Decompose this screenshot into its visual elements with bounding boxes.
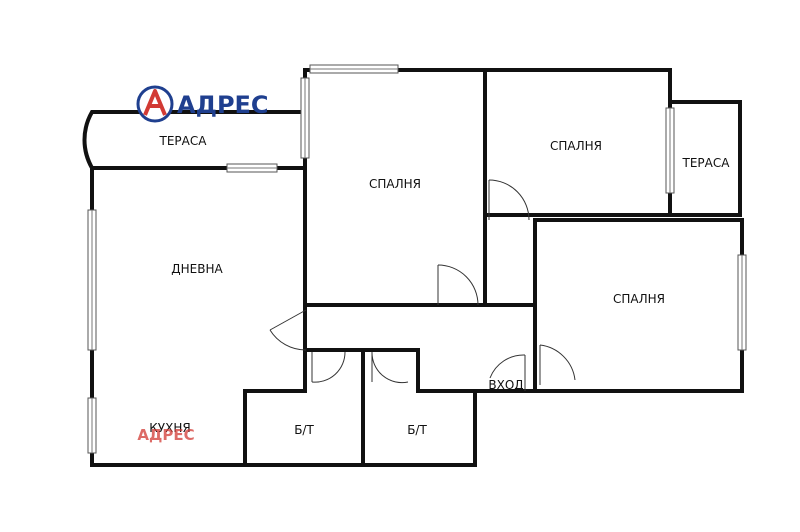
bathrooms-wall <box>243 348 477 467</box>
room-label-living: ДНЕВНА <box>171 262 223 276</box>
window-living-left <box>87 209 97 351</box>
terrace-left-wall <box>82 110 307 171</box>
door-bedroom-right <box>539 344 576 385</box>
brand-name: АДРЕС <box>177 91 269 119</box>
living-kitchen-wall <box>90 166 307 467</box>
window-bedroom-right <box>737 254 747 351</box>
window-living-top <box>226 163 278 173</box>
terrace-right-wall <box>668 100 742 217</box>
brand-watermark: АДРЕС <box>137 426 194 444</box>
doors <box>269 179 576 391</box>
window-terrace-right <box>665 107 675 194</box>
door-entrance <box>489 354 526 391</box>
room-label-bath-left: Б/Т <box>294 423 314 437</box>
door-bath-right <box>371 351 409 384</box>
walls <box>82 68 744 467</box>
windows <box>87 64 747 454</box>
room-label-bath-right: Б/Т <box>407 423 427 437</box>
room-label-bedroom-top: СПАЛНЯ <box>369 177 421 191</box>
room-label-kitchen: КУХНЯ <box>149 421 190 435</box>
room-label-terrace-left: ТЕРАСА <box>159 134 208 148</box>
brand-logo: АДРЕС <box>136 85 269 123</box>
room-label-entrance: ВХОД <box>488 378 523 392</box>
room-label-bedroom-top-right: СПАЛНЯ <box>550 139 602 153</box>
door-bedroom-top <box>437 264 479 306</box>
door-living <box>269 309 307 351</box>
room-label-terrace-right: ТЕРАСА <box>682 156 731 170</box>
window-kitchen-left <box>87 397 97 454</box>
door-bedroom-top-right <box>488 179 530 221</box>
logo-letter-icon <box>143 89 167 116</box>
window-terrace-door <box>300 77 310 159</box>
room-label-bedroom-right: СПАЛНЯ <box>613 292 665 306</box>
window-top-bedroom <box>309 64 399 74</box>
door-bath-left <box>311 351 346 383</box>
